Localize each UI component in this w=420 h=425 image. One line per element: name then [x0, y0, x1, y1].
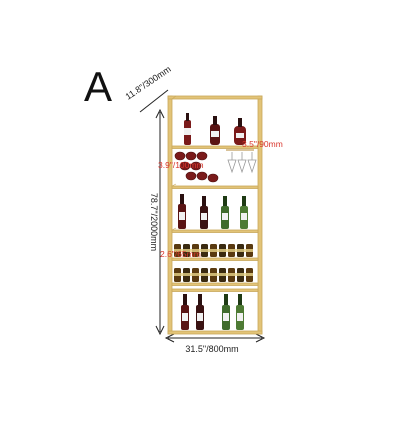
bottle-end	[185, 151, 197, 161]
bottle-label	[211, 131, 219, 137]
bottle-neck	[238, 118, 242, 127]
bottle-end	[179, 161, 191, 171]
width-arrow-left	[164, 333, 175, 343]
bottle-neck	[224, 294, 228, 305]
bottle-neck	[213, 116, 217, 125]
glass-rack-depth-label: 3.5"/90mm	[242, 139, 283, 149]
bottle-neck	[180, 194, 184, 204]
bottle-end	[174, 151, 186, 161]
bottle-rack-bottles	[174, 151, 219, 183]
bottle-label	[223, 313, 229, 321]
frame-depth-lines	[171, 95, 177, 231]
shelf-4	[171, 257, 259, 261]
frame-right-post	[257, 95, 263, 335]
shelf-2	[171, 185, 259, 189]
bottle-neck	[198, 294, 202, 305]
middle-shelf-bottles	[178, 194, 248, 229]
shelf-1	[171, 145, 259, 149]
shelf-6	[171, 288, 259, 292]
small-bottle-row-2	[174, 268, 253, 282]
row-spacing-label: 2.6"/65mm	[160, 249, 201, 259]
bottle-neck	[202, 196, 206, 206]
bottom-shelf-bottles	[181, 294, 244, 330]
bottle-neck	[183, 294, 187, 305]
variant-label: A	[84, 63, 113, 110]
glass	[237, 159, 247, 174]
bottle-rack-height-label: 3.9"/100mm	[158, 160, 204, 170]
height-arrow-bottom	[155, 325, 165, 336]
dimension-lines	[139, 89, 266, 343]
height-arrow-top	[155, 108, 165, 119]
bottle-end	[185, 171, 197, 181]
top-shelf-bottles	[184, 113, 246, 145]
bottle-label	[237, 313, 243, 321]
glass-rack	[226, 149, 254, 151]
bottle-end	[190, 161, 202, 171]
bottle-end	[196, 151, 208, 161]
bottle-label	[179, 212, 185, 220]
bottle-neck	[242, 196, 246, 206]
bottle-label	[222, 213, 228, 220]
width-label: 31.5"/800mm	[185, 344, 238, 354]
hanging-glasses	[226, 149, 257, 174]
depth-label: 11.8"/300mm	[124, 64, 173, 102]
bottle-label	[182, 313, 188, 321]
bottle-label	[241, 213, 247, 220]
depth-dimension-line	[139, 89, 169, 113]
bottle-label	[184, 128, 191, 135]
bottle-end	[207, 173, 219, 183]
frame-left-post	[167, 95, 173, 335]
bottle-label	[201, 213, 207, 220]
frame-top	[167, 95, 263, 100]
frame-bottom	[167, 330, 263, 335]
glass	[227, 159, 237, 174]
shelf-5	[171, 282, 259, 286]
width-arrow-right	[255, 333, 266, 343]
bottle-end	[196, 171, 208, 181]
bottle-neck	[223, 196, 227, 206]
shelf-frame	[167, 95, 263, 335]
shelf-3	[171, 229, 259, 233]
bottle-neck	[186, 113, 189, 121]
small-bottle-row-1	[174, 244, 253, 257]
bottle-neck	[238, 294, 242, 305]
height-label: 78.7"/2000mm	[149, 193, 159, 251]
glass	[247, 159, 257, 174]
bottle-label	[236, 133, 244, 138]
bottle-label	[197, 313, 203, 321]
